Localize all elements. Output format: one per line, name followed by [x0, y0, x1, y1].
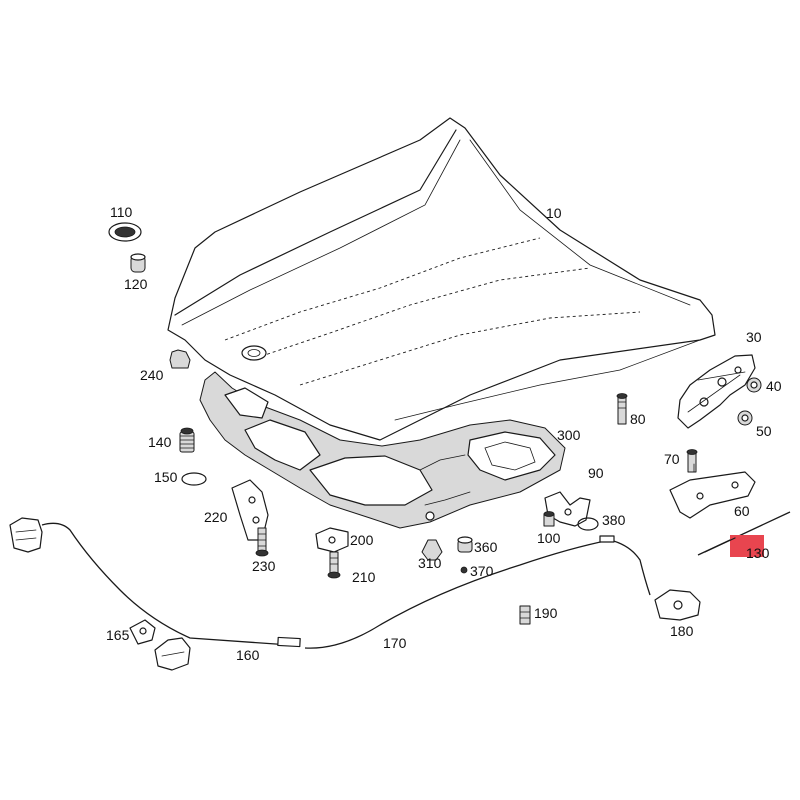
callout-40: 40 — [766, 378, 782, 394]
leader-lines — [693, 371, 746, 473]
callout-100: 100 — [537, 530, 561, 546]
callout-170: 170 — [383, 635, 407, 651]
hood-latch-180[interactable] — [654, 589, 701, 621]
callout-240: 240 — [140, 367, 164, 383]
callout-165: 165 — [106, 627, 130, 643]
release-lever-left[interactable] — [9, 517, 43, 553]
callout-160: 160 — [236, 647, 260, 663]
callout-370: 370 — [470, 563, 494, 579]
callout-140: 140 — [148, 434, 172, 450]
callout-labels: 10 110 120 240 140 150 220 230 200 210 3… — [106, 204, 782, 663]
release-cable-170[interactable] — [304, 535, 651, 649]
emblem-grommet-120[interactable] — [130, 253, 146, 273]
release-handle-165[interactable] — [129, 619, 156, 645]
callout-50: 50 — [756, 423, 772, 439]
release-cable-160[interactable] — [41, 522, 301, 648]
callout-310: 310 — [418, 555, 442, 571]
seal-ring-380[interactable] — [577, 517, 599, 531]
callout-300: 300 — [557, 427, 581, 443]
callout-230: 230 — [252, 558, 276, 574]
callout-380: 380 — [602, 512, 626, 528]
callout-130: 130 — [746, 545, 770, 561]
callout-210: 210 — [352, 569, 376, 585]
bolt-70[interactable] — [686, 449, 698, 473]
seal-ring-150[interactable] — [181, 472, 207, 486]
star-emblem-110[interactable] — [108, 222, 142, 242]
callout-180: 180 — [670, 623, 694, 639]
buffer-360[interactable] — [457, 536, 473, 553]
hood-panel[interactable] — [167, 117, 716, 441]
clip-310[interactable] — [421, 539, 443, 561]
latch-lower-left[interactable] — [154, 637, 191, 671]
hinge-bracket-60[interactable] — [669, 471, 756, 519]
gas-strut-130[interactable] — [697, 511, 791, 557]
callout-70: 70 — [664, 451, 680, 467]
stopper-140[interactable] — [179, 427, 195, 453]
nut-370[interactable] — [460, 566, 468, 574]
highlight-marker — [730, 535, 764, 557]
callout-30: 30 — [746, 329, 762, 345]
rubber-buffer-240[interactable] — [169, 349, 191, 369]
hinge-bolt-230[interactable] — [255, 527, 269, 557]
callout-150: 150 — [154, 469, 178, 485]
callout-200: 200 — [350, 532, 374, 548]
hood-insulation-mat[interactable] — [199, 371, 566, 529]
bracket-200[interactable] — [315, 527, 349, 553]
bolt-210[interactable] — [327, 551, 341, 579]
callout-110: 110 — [110, 204, 133, 220]
callout-80: 80 — [630, 411, 646, 427]
buffer-50[interactable] — [737, 410, 753, 426]
callout-360: 360 — [474, 539, 498, 555]
callout-10: 10 — [546, 205, 562, 221]
callout-190: 190 — [534, 605, 558, 621]
screw-100[interactable] — [543, 511, 555, 527]
callout-220: 220 — [204, 509, 228, 525]
pin-80[interactable] — [616, 393, 628, 425]
latch-190[interactable] — [519, 605, 531, 625]
callout-90: 90 — [588, 465, 604, 481]
callout-60: 60 — [734, 503, 750, 519]
nut-40[interactable] — [746, 377, 762, 393]
callout-120: 120 — [124, 276, 148, 292]
